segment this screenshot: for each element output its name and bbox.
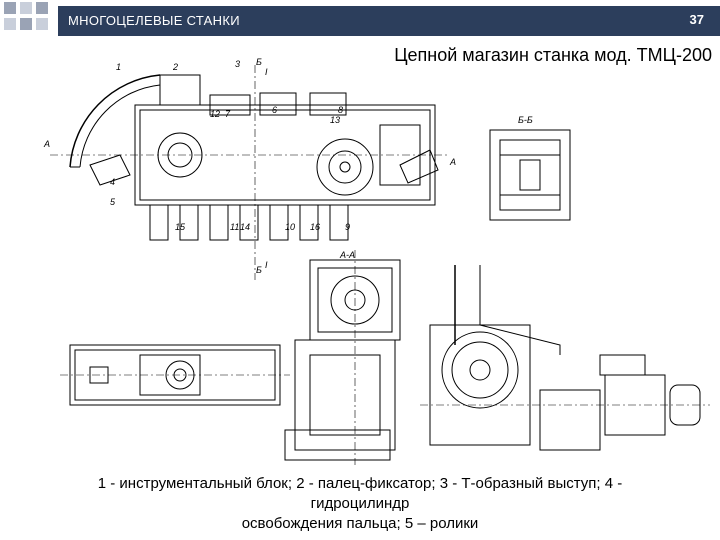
callout-label: 4 [110, 177, 115, 187]
section-mark: А [449, 157, 456, 167]
section-mark: I [265, 67, 268, 77]
callout-label: 8 [338, 105, 343, 115]
callout-label: 1 [116, 62, 121, 72]
section-mark: Б [256, 265, 262, 275]
section-title: МНОГОЦЕЛЕВЫЕ СТАНКИ [68, 13, 240, 28]
section-mark: Б-Б [518, 115, 533, 125]
figure-caption: 1 - инструментальный блок; 2 - палец-фик… [10, 474, 710, 534]
callout-label: 7 [225, 109, 231, 119]
section-mark: А [43, 139, 50, 149]
callout-label: 6 [272, 105, 277, 115]
callout-label: 11 [230, 222, 239, 232]
chain-magazine-drawing: 1 2 3 4 5 6 7 8 9 10 11 12 13 14 15 16 Б… [43, 57, 710, 465]
section-mark: I [265, 260, 268, 270]
header-band [58, 6, 720, 36]
callout-label: 9 [345, 222, 350, 232]
callout-label: 16 [310, 222, 320, 232]
callout-label: 12 [210, 109, 220, 119]
section-mark: А-А [339, 250, 355, 260]
callout-label: 13 [330, 115, 340, 125]
caption-line: освобождения пальца; 5 – ролики [241, 515, 479, 532]
slide-header: МНОГОЦЕЛЕВЫЕ СТАНКИ 37 [0, 0, 720, 36]
callout-label: 3 [235, 59, 240, 69]
callout-label: 5 [110, 197, 116, 207]
callout-label: 15 [175, 222, 186, 232]
callout-label: 2 [172, 62, 178, 72]
callout-label: 10 [285, 222, 295, 232]
section-mark: Б [256, 57, 262, 67]
decorative-squares-icon [4, 2, 48, 30]
page-number: 37 [689, 12, 704, 27]
caption-line: гидроцилиндр [310, 495, 410, 512]
callout-label: 14 [240, 222, 250, 232]
caption-line: 1 - инструментальный блок; 2 - палец-фик… [97, 475, 623, 492]
slide-title: Цепной магазин станка мод. ТМЦ-200 [394, 45, 712, 65]
